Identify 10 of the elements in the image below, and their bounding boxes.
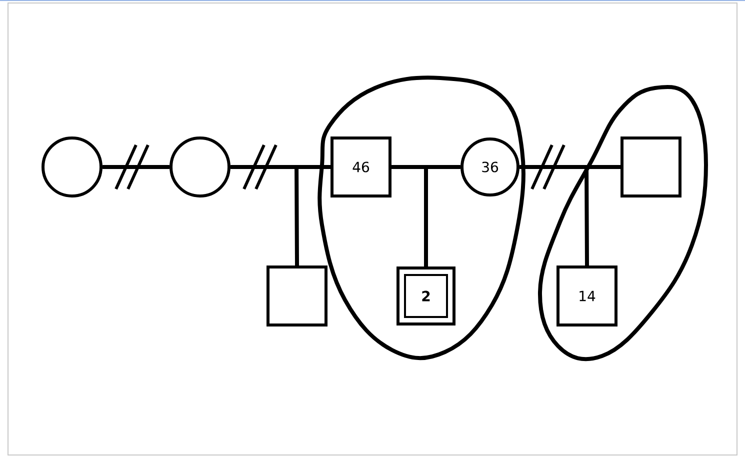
household-outline xyxy=(538,84,708,362)
male-symbol xyxy=(620,136,682,198)
marriage-line xyxy=(102,165,170,169)
female-symbol xyxy=(42,136,102,198)
female-symbol xyxy=(170,136,230,198)
male-symbol xyxy=(266,266,328,326)
family-line xyxy=(228,165,332,268)
family-line xyxy=(518,165,622,268)
family-line xyxy=(390,165,462,268)
household-outline xyxy=(318,76,526,360)
